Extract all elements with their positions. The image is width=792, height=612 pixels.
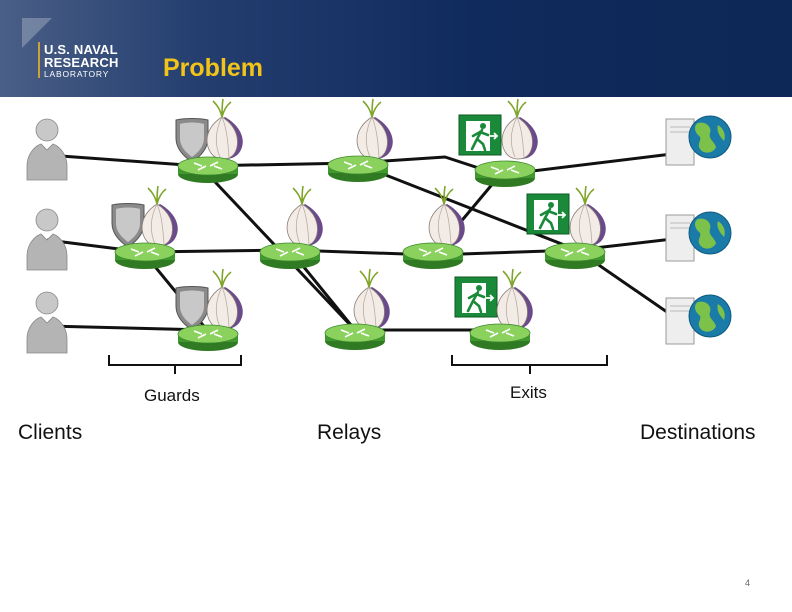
relay-4-onion-icon — [353, 268, 391, 330]
relay-1-onion-icon — [356, 98, 394, 160]
exit-3-onion-icon — [496, 268, 534, 330]
exit-nodes — [453, 98, 607, 351]
guard-3-router-icon — [177, 324, 239, 352]
destinations-group — [665, 115, 732, 345]
destination-2-server-globe-icon — [665, 211, 732, 262]
client-3-person-icon — [26, 291, 68, 354]
relays-label: Relays — [317, 421, 382, 444]
destination-1-server-globe-icon — [665, 115, 732, 166]
exit-2-exit-sign-icon — [525, 192, 571, 236]
exits-bracket — [451, 355, 608, 374]
guard-2-shield-icon — [111, 203, 145, 248]
exit-1-onion-icon — [501, 98, 539, 160]
logo-divider — [38, 42, 40, 78]
client-2-person-icon — [26, 208, 68, 271]
slide-title: Problem — [163, 54, 264, 82]
exit-3-router-icon — [469, 323, 531, 351]
guard-3-onion-icon — [206, 268, 244, 330]
exits-label: Exits — [510, 383, 547, 402]
exit-2-onion-icon — [569, 185, 607, 247]
guard-nodes — [111, 98, 244, 352]
page-number: 4 — [745, 578, 751, 588]
exit-1-router-icon — [474, 160, 536, 188]
guard-2-router-icon — [114, 242, 176, 270]
relay-1-router-icon — [327, 155, 389, 183]
tor-network-diagram — [26, 98, 732, 374]
guard-2-onion-icon — [141, 185, 179, 247]
logo-line3: LABORATORY — [44, 69, 110, 79]
header-bar: U.S. NAVAL RESEARCH LABORATORY Problem — [0, 0, 792, 97]
destination-3-server-globe-icon — [665, 294, 732, 345]
guard-1-shield-icon — [175, 118, 209, 163]
clients-label: Clients — [18, 421, 83, 444]
guards-label: Guards — [144, 386, 200, 405]
clients-group — [26, 118, 68, 354]
guards-bracket — [108, 355, 242, 374]
logo-line2: RESEARCH — [44, 55, 119, 70]
relay-3-router-icon — [402, 242, 464, 270]
exit-1-exit-sign-icon — [457, 113, 503, 157]
destinations-label: Destinations — [640, 421, 756, 444]
guard-1-onion-icon — [206, 98, 244, 160]
relay-4-router-icon — [324, 323, 386, 351]
brackets — [108, 355, 608, 374]
exit-3-exit-sign-icon — [453, 275, 499, 319]
middle-relays — [259, 98, 466, 351]
client-1-person-icon — [26, 118, 68, 181]
nrl-logo: U.S. NAVAL RESEARCH LABORATORY — [22, 18, 128, 80]
exit-2-router-icon — [544, 242, 606, 270]
logo-line1: U.S. NAVAL — [44, 42, 118, 57]
relay-2-onion-icon — [286, 185, 324, 247]
logo-triangle-icon — [22, 18, 52, 48]
guard-1-router-icon — [177, 156, 239, 184]
relay-2-router-icon — [259, 242, 321, 270]
